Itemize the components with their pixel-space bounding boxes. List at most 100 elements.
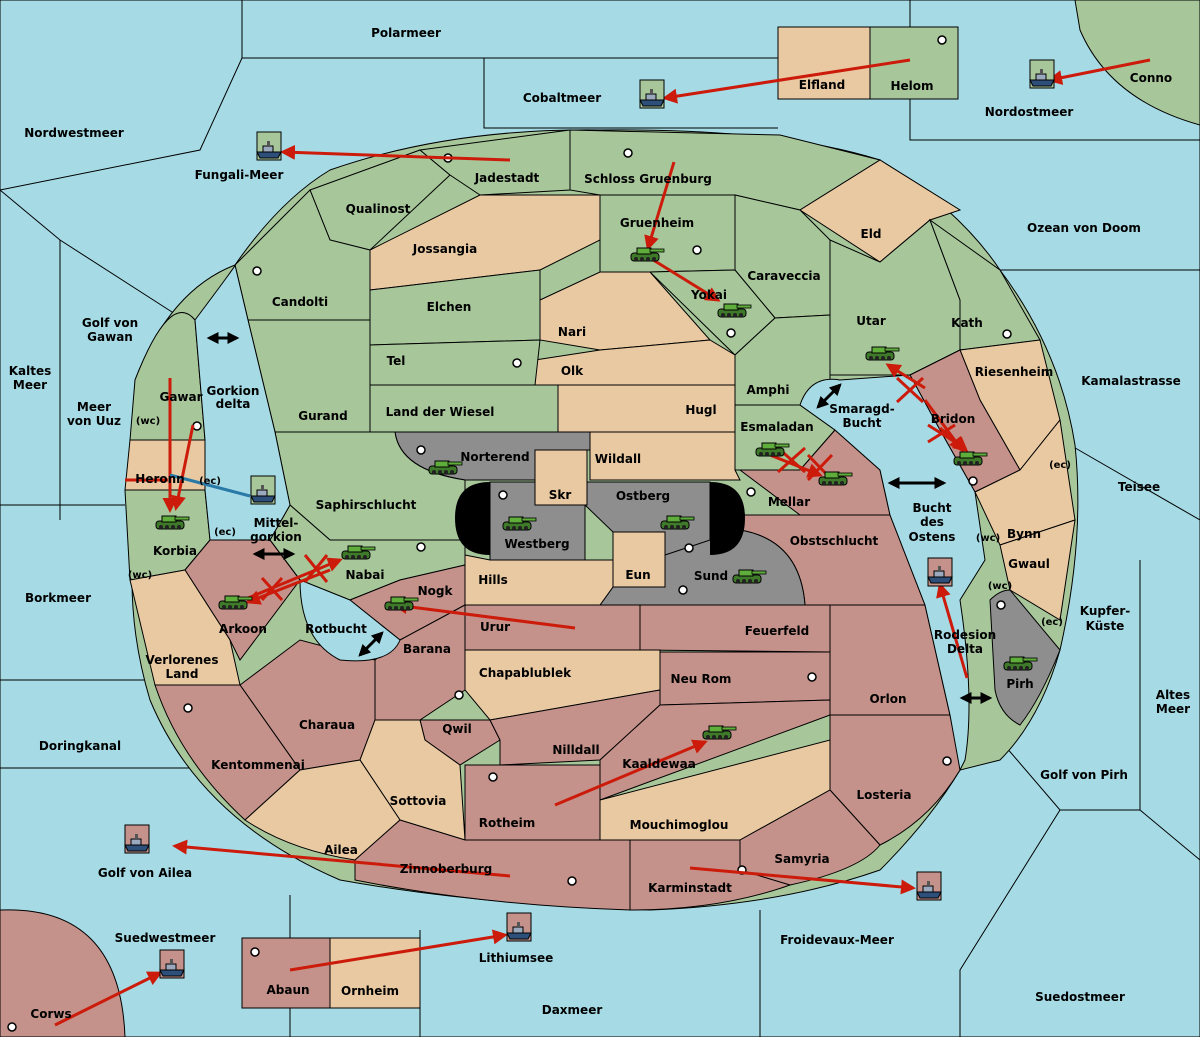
coast-label: (wc): [988, 581, 1012, 592]
label-mittel-gorkion-2: gorkion: [250, 530, 302, 544]
label-corws: Corws: [30, 1007, 71, 1021]
sea-rotbucht[interactable]: [269, 539, 401, 662]
region-verlorenes-land[interactable]: [129, 569, 241, 686]
cross-mark-icon: [260, 576, 284, 602]
label-mouchimoglou: Mouchimoglou: [630, 818, 729, 832]
region-skr[interactable]: [534, 449, 588, 506]
label-chapablublek: Chapablublek: [479, 666, 572, 680]
label-cobaltmeer: Cobaltmeer: [523, 91, 601, 105]
label-golf-von-ailea: Golf von Ailea: [98, 866, 192, 880]
coast-label: (ec): [1049, 460, 1071, 471]
label-wildall: Wildall: [595, 452, 641, 466]
label-meer-von-uuz-1: Meer: [77, 400, 111, 414]
region-gwaul[interactable]: [999, 519, 1076, 621]
label-nilldall: Nilldall: [552, 743, 599, 757]
label-sund: Sund: [694, 569, 728, 583]
label-nogk: Nogk: [418, 584, 454, 598]
label-eun: Eun: [625, 568, 650, 582]
label-mellar: Mellar: [768, 495, 810, 509]
label-korbia: Korbia: [153, 544, 197, 558]
label-golf-von-gawan-1: Golf von: [82, 316, 138, 330]
label-bucht-des-ostens-1: Bucht: [912, 501, 951, 515]
double-arrow-icon: [816, 383, 842, 409]
label-ornheim: Ornheim: [341, 984, 399, 998]
label-nabai: Nabai: [346, 568, 385, 582]
label-gurand: Gurand: [298, 409, 348, 423]
label-teisee: Teisee: [1118, 480, 1160, 494]
supply-center-dot: [416, 542, 426, 552]
supply-center-dot: [512, 358, 522, 368]
sea-smaragd-bucht[interactable]: [799, 374, 986, 772]
cross-mark-icon: [927, 423, 956, 444]
label-candolti: Candolti: [272, 295, 328, 309]
label-schloss-gruenburg: Schloss Gruenburg: [584, 172, 712, 186]
region-zinnoberburg[interactable]: [354, 819, 631, 911]
region-elfland[interactable]: [777, 26, 871, 100]
region-jadestadt[interactable]: [418, 129, 571, 196]
label-polarmeer: Polarmeer: [371, 26, 441, 40]
supply-center-dot: [746, 487, 756, 497]
region-teisee-coast[interactable]: [974, 418, 1076, 546]
label-mittel-gorkion-1: Mittel-: [254, 516, 299, 530]
region-gruenheim[interactable]: [599, 194, 736, 273]
coast-label: (ec): [199, 476, 221, 487]
label-gorkion-delta-1: Gorkion: [207, 384, 260, 398]
label-olk: Olk: [561, 364, 584, 378]
fortress-cap-west: [455, 482, 490, 555]
region-pirh[interactable]: [989, 589, 1061, 726]
label-suedwestmeer: Suedwestmeer: [115, 931, 216, 945]
label-kath: Kath: [951, 316, 983, 330]
region-eun[interactable]: [612, 531, 666, 588]
label-tel: Tel: [387, 354, 406, 368]
label-samyria: Samyria: [774, 852, 829, 866]
label-smaragd-bucht-2: Bucht: [842, 416, 881, 430]
supply-center-dot: [937, 35, 947, 45]
supply-center-dot: [454, 690, 464, 700]
label-ozean-von-doom: Ozean von Doom: [1027, 221, 1141, 235]
region-ornheim[interactable]: [329, 937, 421, 1009]
label-bucht-des-ostens-2: des: [920, 515, 944, 529]
label-utar: Utar: [856, 314, 886, 328]
label-amphi: Amphi: [746, 383, 789, 397]
supply-center-dot: [968, 476, 978, 486]
order-arrows: [54, 58, 1151, 1027]
label-daxmeer: Daxmeer: [542, 1003, 603, 1017]
coast-label: (wc): [128, 570, 152, 581]
label-qualinost: Qualinost: [346, 202, 411, 216]
label-verlorenes-land-2: Land: [166, 667, 199, 681]
fleets: [124, 59, 1055, 979]
cross-mark-icon: [895, 376, 925, 404]
supply-centers: [7, 35, 1012, 1032]
label-doringkanal: Doringkanal: [39, 739, 121, 753]
label-kaltes-meer-2: Meer: [13, 378, 47, 392]
label-caraveccia: Caraveccia: [747, 269, 820, 283]
label-land-der-wiesel: Land der Wiesel: [386, 405, 495, 419]
label-barana: Barana: [403, 642, 451, 656]
label-westberg: Westberg: [504, 537, 569, 551]
coast-label: (ec): [214, 527, 236, 538]
label-elchen: Elchen: [427, 300, 472, 314]
label-obstschlucht: Obstschlucht: [790, 534, 879, 548]
label-gwaul: Gwaul: [1008, 557, 1050, 571]
supply-center-dot: [684, 543, 694, 553]
label-bucht-des-ostens-3: Ostens: [909, 530, 956, 544]
label-losteria: Losteria: [856, 788, 911, 802]
label-rotbucht: Rotbucht: [305, 622, 367, 636]
label-kaaldewaa: Kaaldewaa: [622, 757, 696, 771]
region-karminstadt[interactable]: [629, 839, 792, 911]
label-jadestadt: Jadestadt: [474, 171, 540, 185]
region-wildall[interactable]: [589, 431, 741, 481]
label-abaun: Abaun: [266, 983, 309, 997]
coast-label: (wc): [136, 416, 160, 427]
label-altes-meer-1: Altes: [1156, 688, 1190, 702]
region-ailea[interactable]: [244, 759, 401, 861]
label-yokai: Yokai: [690, 288, 727, 302]
supply-center-dot: [942, 756, 952, 766]
supply-center-dot: [1002, 329, 1012, 339]
label-saphirschlucht: Saphirschlucht: [316, 498, 417, 512]
label-altes-meer-2: Meer: [1156, 702, 1190, 716]
label-eld: Eld: [861, 227, 882, 241]
label-esmaladan: Esmaladan: [740, 420, 813, 434]
coast-label: (wc): [976, 533, 1000, 544]
label-fungali-meer: Fungali-Meer: [195, 168, 284, 182]
